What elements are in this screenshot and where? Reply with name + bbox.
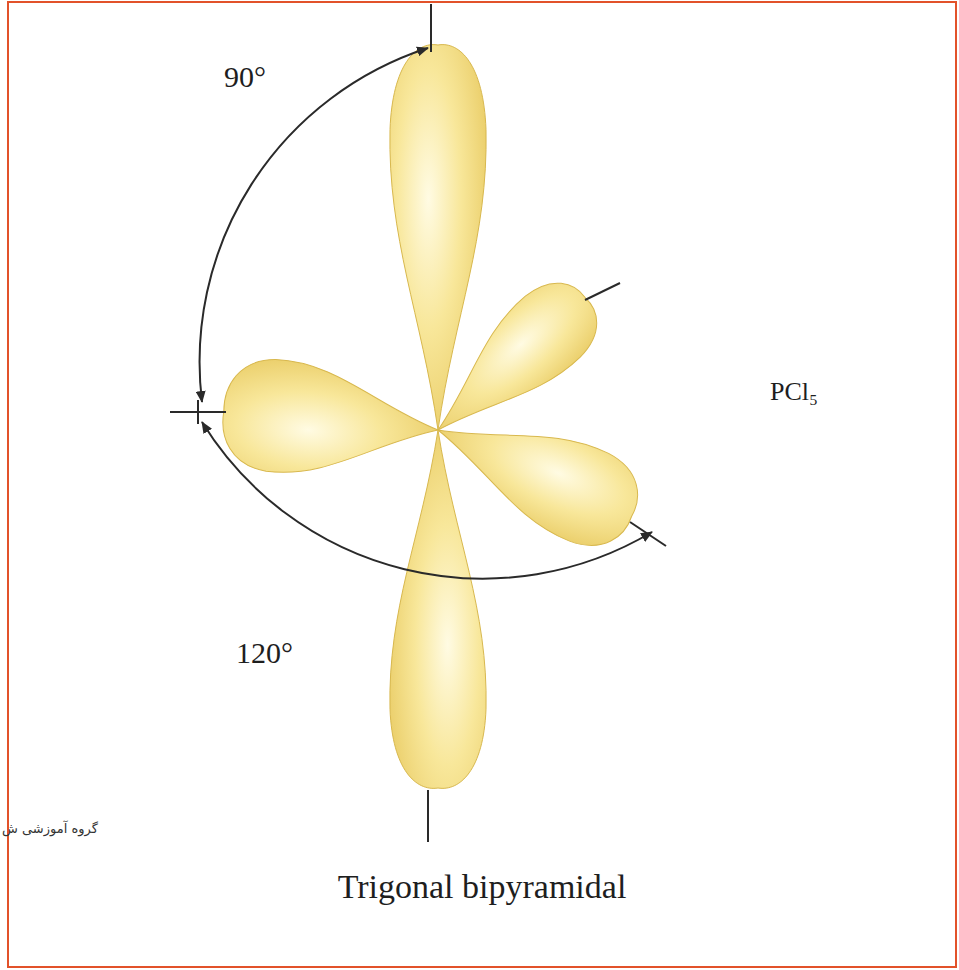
orbital-lobe xyxy=(219,355,443,486)
axis-tick xyxy=(430,4,432,52)
angle-arc xyxy=(200,48,428,402)
angle-label: 90° xyxy=(224,60,266,93)
axis-tick xyxy=(585,283,620,300)
axis-lines xyxy=(170,4,666,842)
geometry-caption: Trigonal bipyramidal xyxy=(338,868,627,905)
watermark: گروه آموزشی ش xyxy=(2,822,98,836)
axis-tick xyxy=(427,790,429,842)
orbital-lobe xyxy=(390,430,486,788)
frame-border xyxy=(8,2,956,967)
orbital-lobe xyxy=(390,45,486,430)
axis-tick xyxy=(197,400,199,424)
angle-label: 120° xyxy=(236,636,293,669)
angle-arc xyxy=(202,422,652,579)
lobe-group xyxy=(219,45,652,789)
molecule-formula: PCl₅ xyxy=(770,378,818,407)
angle-arcs xyxy=(200,48,652,579)
